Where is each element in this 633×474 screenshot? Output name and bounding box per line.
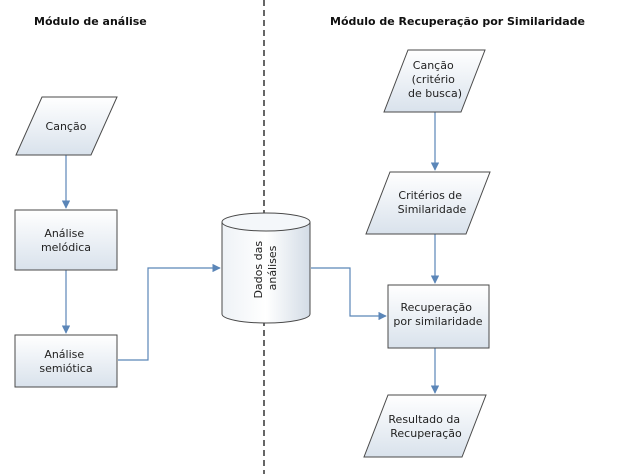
svg-text:Canção: Canção [46,120,87,133]
svg-text:Critérios de Similaridad: Critérios de Similaridade [398,189,467,216]
semiotic-analysis-node: Análise semiótica [15,335,117,387]
left-module-title: Módulo de análise [34,15,147,28]
arrow-semiotic-to-database [118,268,220,360]
svg-text:Dados das análises: Dados das análises [252,237,279,298]
arrow-database-to-retrieval [311,268,386,316]
song-input-node: Canção [16,97,117,155]
similarity-retrieval-node: Recuperação por similaridade [388,285,489,348]
similarity-criteria-node: Critérios de Similaridade [366,172,490,234]
right-module-title: Módulo de Recuperação por Similaridade [330,15,585,28]
svg-text:Análise semiótica: Análise semiótica [39,348,92,375]
query-song-node: Canção (critério de busca) [384,50,485,112]
svg-text:Resultado da Recuperação: Resultado da Recuperação [388,413,463,440]
melodic-analysis-node: Análise melódica [15,210,117,270]
retrieval-result-node: Resultado da Recuperação [364,395,486,457]
analysis-database-node: Dados das análises [222,213,310,323]
svg-text:Análise melódica: Análise melódica [41,227,91,254]
svg-text:Recuperação por similari: Recuperação por similaridade [393,301,482,328]
svg-text:Canção (critério d: Canção (critério de busca) [408,59,462,100]
